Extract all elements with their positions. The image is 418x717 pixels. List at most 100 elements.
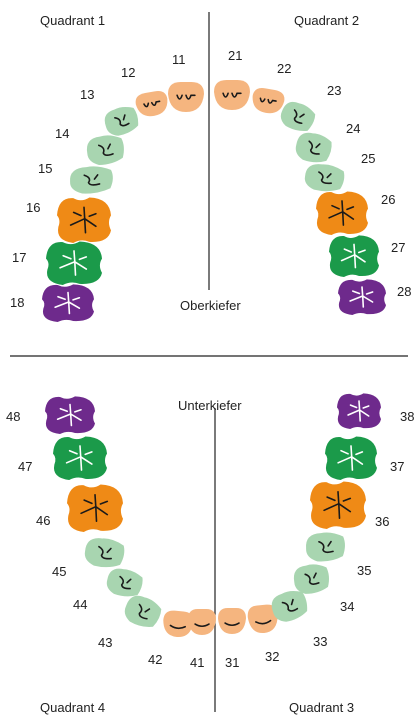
tooth-23-crown	[280, 101, 316, 132]
tooth-45-label: 45	[52, 564, 66, 579]
tooth-12-label: 12	[121, 65, 135, 80]
tooth-34	[293, 564, 330, 594]
tooth-17	[46, 241, 102, 285]
tooth-34-label: 34	[340, 599, 354, 614]
tooth-27-fissure	[340, 243, 366, 269]
tooth-16-label: 16	[26, 200, 40, 215]
upper-jaw-label: Oberkiefer	[180, 298, 241, 313]
tooth-34-fissure	[304, 572, 320, 585]
tooth-12-fissure	[143, 100, 161, 108]
tooth-42-label: 42	[148, 652, 162, 667]
tooth-15	[70, 166, 113, 194]
tooth-34-crown	[293, 564, 330, 594]
tooth-38-label: 38	[400, 409, 414, 424]
tooth-13	[104, 106, 139, 136]
tooth-18-label: 18	[10, 295, 24, 310]
quadrant-3-label: Quadrant 3	[289, 700, 354, 715]
tooth-31	[218, 608, 246, 634]
tooth-26-label: 26	[381, 192, 395, 207]
tooth-36-crown	[310, 481, 366, 529]
tooth-24	[295, 132, 332, 163]
tooth-47-fissure	[65, 445, 93, 471]
tooth-18	[42, 284, 94, 322]
tooth-43	[124, 595, 162, 627]
tooth-21-fissure	[222, 92, 242, 98]
tooth-14-label: 14	[55, 126, 69, 141]
quadrant-1-label: Quadrant 1	[40, 13, 105, 28]
tooth-11-label: 11	[172, 52, 186, 67]
tooth-43-fissure	[138, 603, 151, 620]
tooth-46-crown	[67, 484, 123, 532]
tooth-16	[57, 197, 111, 243]
tooth-45-crown	[84, 538, 125, 568]
tooth-47-label: 47	[18, 459, 32, 474]
tooth-35	[306, 532, 345, 562]
tooth-28-label: 28	[397, 284, 411, 299]
lower-jaw-label: Unterkiefer	[178, 398, 242, 413]
tooth-21-label: 21	[228, 48, 242, 63]
tooth-14	[86, 135, 124, 165]
tooth-25	[304, 164, 345, 192]
tooth-14-crown	[86, 135, 124, 165]
tooth-38-fissure	[347, 400, 370, 422]
tooth-15-fissure	[83, 174, 101, 186]
tooth-21	[214, 80, 250, 110]
tooth-33-crown	[271, 591, 308, 622]
tooth-32-crown	[247, 604, 278, 633]
tooth-38	[337, 393, 381, 429]
tooth-13-label: 13	[80, 87, 94, 102]
tooth-28-fissure	[349, 286, 374, 308]
tooth-17-fissure	[59, 250, 88, 276]
tooth-12	[135, 91, 168, 117]
tooth-35-fissure	[318, 540, 334, 554]
tooth-22	[252, 88, 285, 114]
tooth-25-label: 25	[361, 151, 375, 166]
tooth-37-label: 37	[390, 459, 404, 474]
tooth-41-fissure	[194, 623, 210, 628]
tooth-45	[84, 538, 125, 568]
tooth-24-crown	[295, 132, 332, 163]
tooth-11-fissure	[176, 94, 196, 100]
tooth-46-label: 46	[36, 513, 50, 528]
tooth-45-fissure	[98, 545, 112, 560]
tooth-44	[106, 568, 143, 597]
tooth-44-crown	[106, 568, 143, 597]
tooth-26	[316, 191, 368, 235]
tooth-36-fissure	[323, 491, 352, 519]
tooth-25-fissure	[318, 171, 332, 185]
tooth-44-label: 44	[73, 597, 87, 612]
tooth-16-fissure	[69, 206, 97, 234]
tooth-48-fissure	[56, 403, 82, 427]
tooth-24-fissure	[308, 140, 321, 155]
tooth-42	[163, 610, 194, 637]
tooth-44-fissure	[119, 575, 132, 590]
tooth-33-label: 33	[313, 634, 327, 649]
tooth-31-label: 31	[225, 655, 239, 670]
tooth-25-crown	[304, 164, 345, 192]
tooth-28	[338, 279, 386, 315]
tooth-47	[53, 436, 107, 480]
tooth-27-label: 27	[391, 240, 405, 255]
tooth-43-crown	[124, 595, 162, 627]
tooth-37-fissure	[337, 445, 364, 471]
tooth-43-label: 43	[98, 635, 112, 650]
quadrant-2-label: Quadrant 2	[294, 13, 359, 28]
tooth-36	[310, 481, 366, 529]
tooth-35-crown	[306, 532, 345, 562]
tooth-42-fissure	[169, 624, 186, 630]
tooth-37	[325, 436, 377, 480]
tooth-15-crown	[70, 166, 113, 194]
tooth-46	[67, 484, 123, 532]
tooth-14-fissure	[97, 143, 114, 156]
tooth-32-label: 32	[265, 649, 279, 664]
tooth-23-label: 23	[327, 83, 341, 98]
tooth-41-label: 41	[190, 655, 204, 670]
tooth-17-crown	[46, 241, 102, 285]
tooth-22-label: 22	[277, 61, 291, 76]
tooth-48-label: 48	[6, 409, 20, 424]
tooth-46-fissure	[80, 494, 109, 522]
tooth-11	[168, 82, 204, 112]
tooth-22-fissure	[259, 97, 277, 104]
